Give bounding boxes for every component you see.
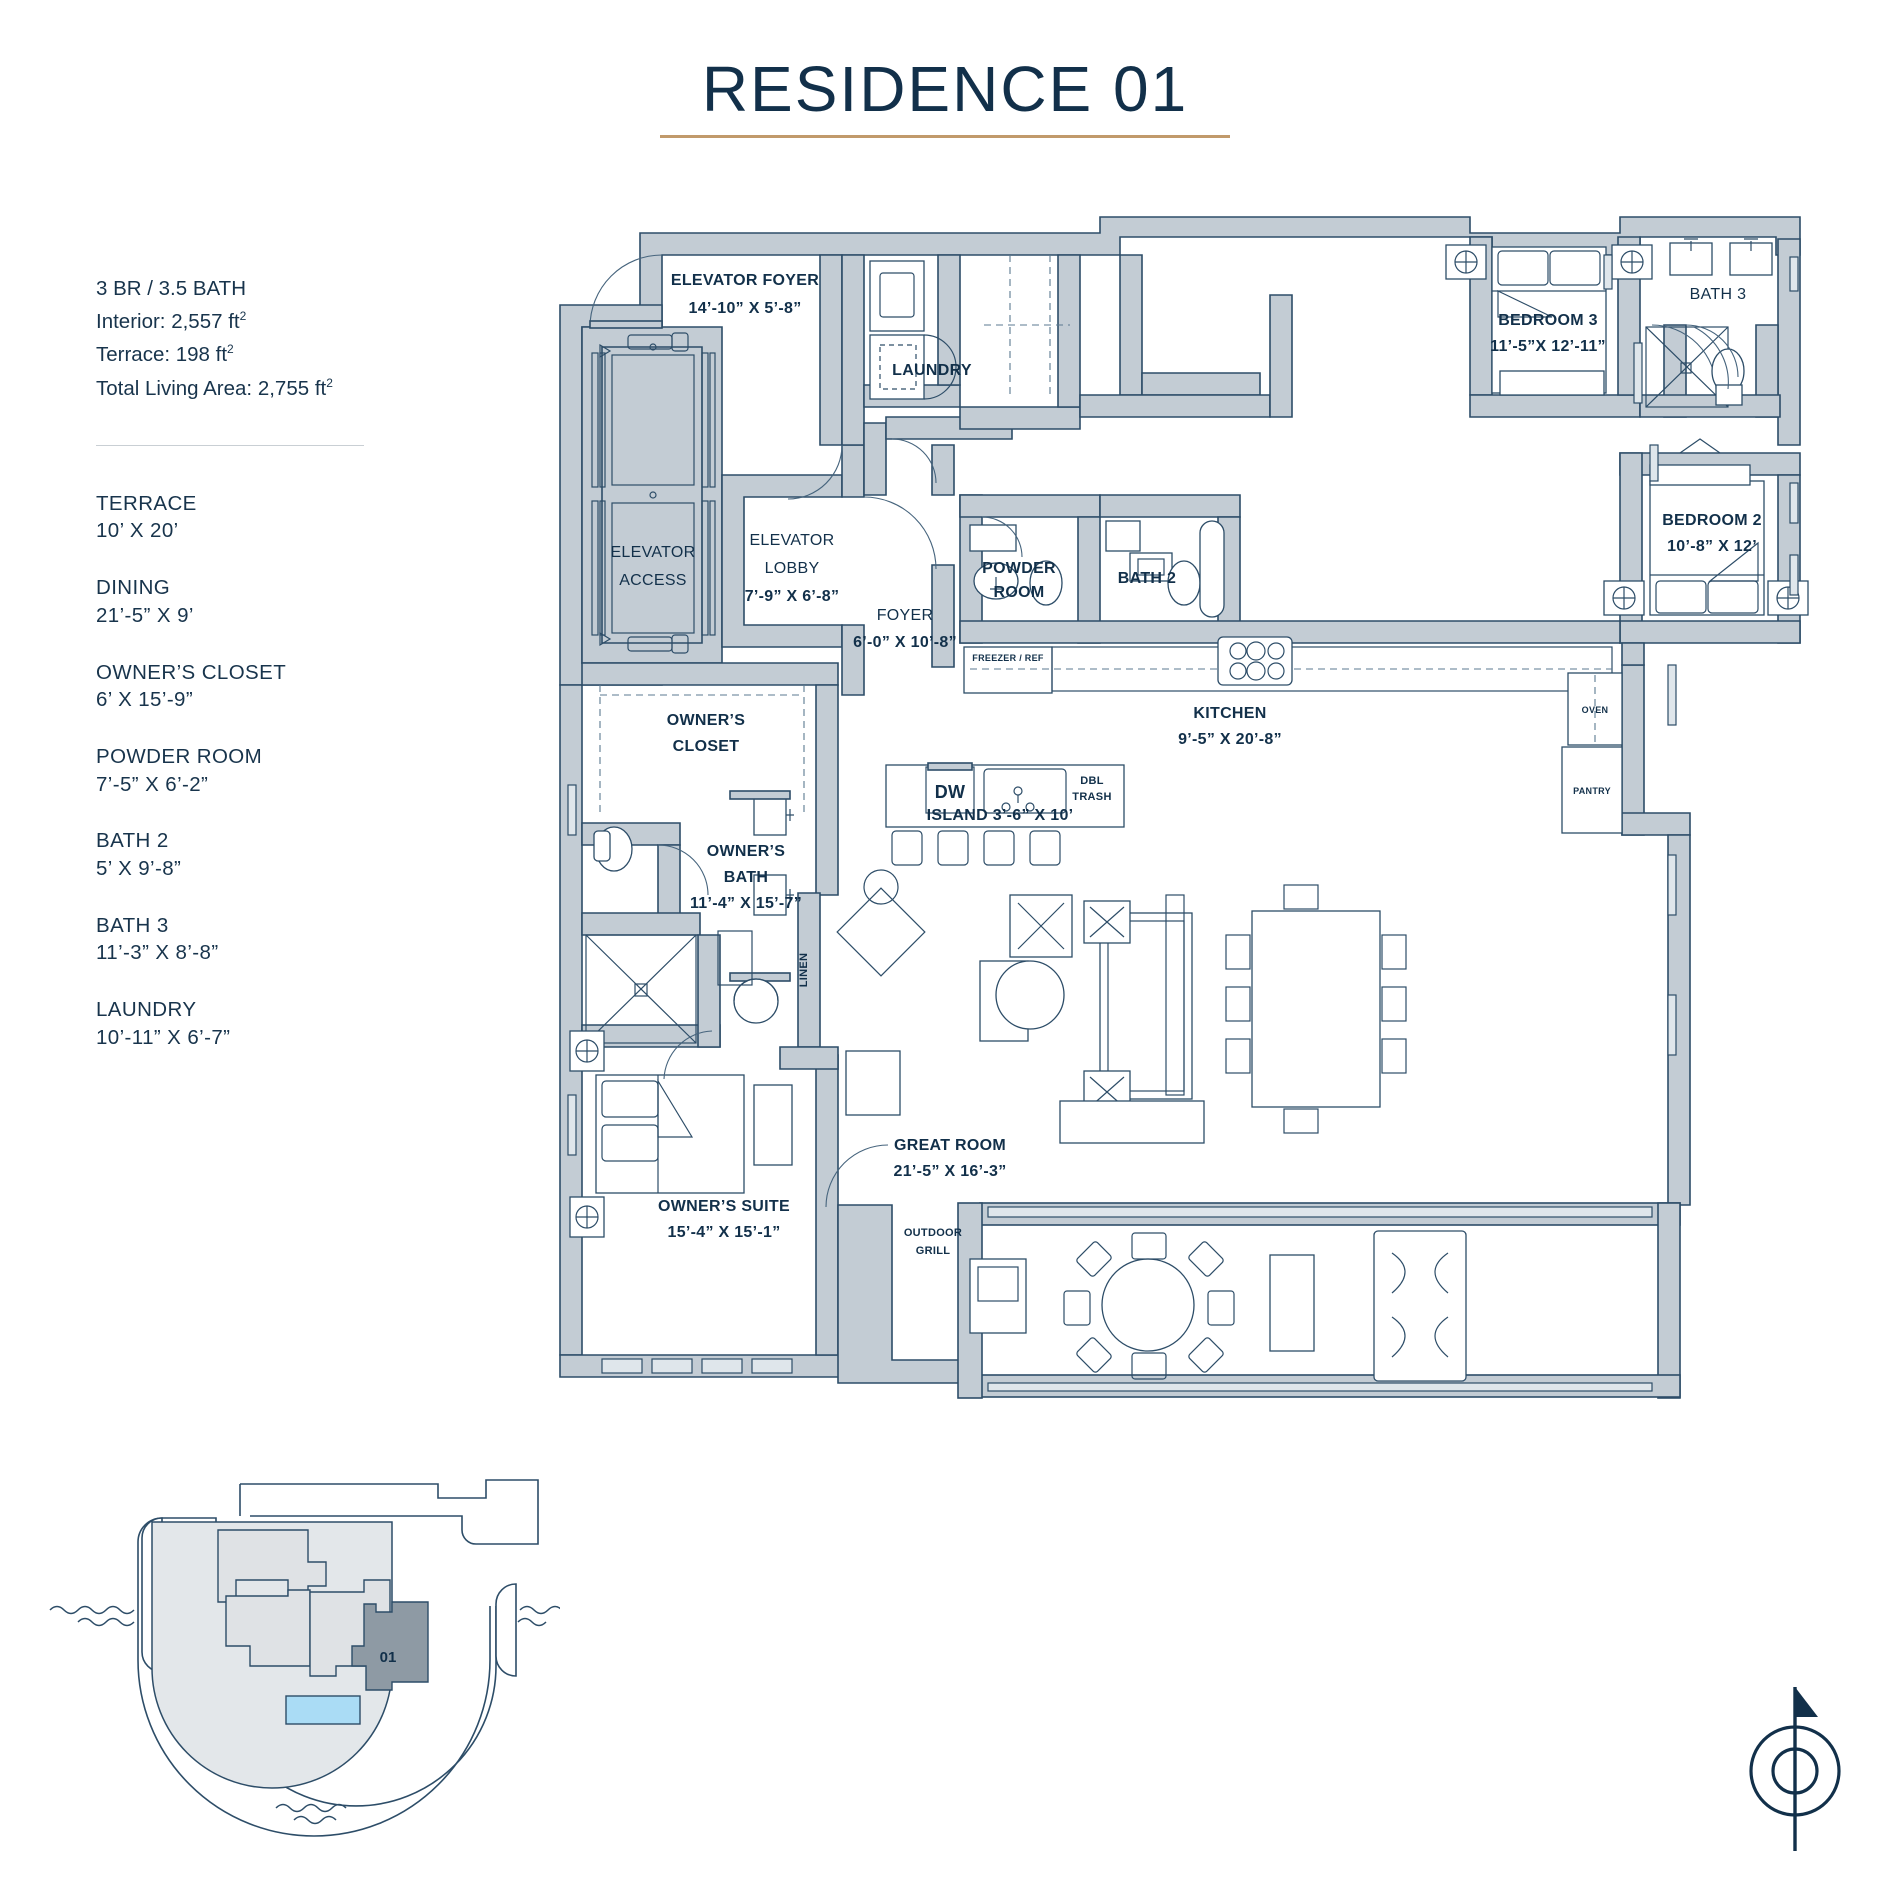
terrace-area-line: Terrace: 198 ft2: [96, 338, 426, 371]
label-elevator-access-line2: ACCESS: [619, 572, 687, 589]
room-entry-laundry: LAUNDRY 10’-11” X 6’-7”: [96, 996, 426, 1051]
room-entry-bath-2: BATH 2 5’ X 9’-8”: [96, 827, 426, 882]
label-elevator-foyer: ELEVATOR FOYER: [671, 272, 819, 289]
kitchen-fixtures: [885, 636, 1623, 866]
label-owners-closet-line1: OWNER’S: [667, 712, 746, 729]
total-area-line: Total Living Area: 2,755 ft2: [96, 372, 426, 405]
label-great-room-dim: 21’-5” X 16’-3”: [894, 1163, 1007, 1180]
terrace-area-sup: 2: [227, 342, 234, 357]
room-name: LAUNDRY: [96, 997, 197, 1021]
label-dishwasher: DW: [935, 782, 966, 802]
room-dimension: 7’-5” X 6’-2”: [96, 772, 209, 796]
label-laundry: LAUNDRY: [892, 362, 972, 379]
label-great-room: GREAT ROOM: [894, 1137, 1006, 1154]
label-owners-suite-dim: 15’-4” X 15’-1”: [668, 1224, 781, 1241]
room-name: BATH 3: [96, 913, 169, 937]
label-foyer-dim: 6’-0” X 10’-8”: [853, 634, 957, 651]
room-entry-owners-closet: OWNER’S CLOSET 6’ X 15’-9”: [96, 659, 426, 714]
label-foyer: FOYER: [877, 607, 934, 624]
total-area-text: Total Living Area: 2,755 ft: [96, 376, 327, 400]
label-owners-bath-line1: OWNER’S: [707, 843, 786, 860]
room-dimension: 10’ X 20’: [96, 519, 179, 543]
room-dimension: 21’-5” X 9’: [96, 603, 194, 627]
label-owners-closet-line2: CLOSET: [673, 738, 740, 755]
label-bedroom-2: BEDROOM 2: [1662, 512, 1762, 529]
room-dimension: 11’-3” X 8’-8”: [96, 941, 219, 965]
label-owners-suite: OWNER’S SUITE: [658, 1198, 790, 1215]
room-entry-bath-3: BATH 3 11’-3” X 8’-8”: [96, 912, 426, 967]
interior-area-sup: 2: [239, 309, 247, 324]
room-name: BATH 2: [96, 829, 169, 853]
specs-sidebar: 3 BR / 3.5 BATH Interior: 2,557 ft2 Terr…: [96, 272, 426, 1080]
label-linen: LINEN: [798, 953, 810, 988]
label-kitchen: KITCHEN: [1193, 705, 1266, 722]
label-island-dim: ISLAND 3’-6” X 10’: [927, 807, 1074, 824]
page-title: RESIDENCE 01: [701, 53, 1189, 125]
water-waves-icon: [49, 1605, 560, 1825]
label-elevator-foyer-dim: 14’-10” X 5’-8”: [689, 300, 802, 317]
label-kitchen-dim: 9’-5” X 20’-8”: [1178, 731, 1282, 748]
label-bedroom-3: BEDROOM 3: [1498, 312, 1598, 329]
label-dbl-trash-line1: DBL: [1080, 775, 1104, 787]
label-owners-bath-line2: BATH: [724, 869, 768, 886]
fixtures: [569, 238, 1809, 1238]
floor-plan-drawing: ELEVATOR FOYER 14’-10” X 5’-8” LAUNDRY B…: [540, 195, 1870, 1445]
label-outdoor-grill-line2: GRILL: [916, 1245, 951, 1257]
room-name: POWDER ROOM: [96, 744, 263, 768]
room-dimension: 6’ X 15’-9”: [96, 688, 194, 712]
interior-area-line: Interior: 2,557 ft2: [96, 305, 426, 338]
room-name: DINING: [96, 576, 171, 600]
total-area-sup: 2: [326, 375, 333, 390]
room-entry-dining: DINING 21’-5” X 9’: [96, 574, 426, 629]
great-room-furniture: [979, 884, 1407, 1144]
terrace-area: [837, 1202, 1681, 1399]
north-arrow-compass-icon: [1700, 1655, 1890, 1870]
sliding-glass-doors: [567, 254, 1799, 1374]
plan-text-labels: ELEVATOR FOYER 14’-10” X 5’-8” LAUNDRY B…: [610, 272, 1761, 1257]
label-freezer-ref: FREEZER / REF: [972, 653, 1044, 663]
label-outdoor-grill-line1: OUTDOOR: [904, 1227, 962, 1239]
room-name: TERRACE: [96, 491, 197, 515]
label-elevator-lobby-dim: 7’-9” X 6’-8”: [745, 588, 840, 605]
terrace-area-text: Terrace: 198 ft: [96, 343, 228, 367]
beds-baths-line: 3 BR / 3.5 BATH: [96, 277, 247, 300]
label-bedroom-3-dim: 11’-5”X 12’-11”: [1490, 338, 1606, 355]
label-bath-3: BATH 3: [1690, 286, 1747, 303]
keyplan-unit-label: 01: [380, 1649, 397, 1666]
sidebar-divider: [96, 444, 364, 446]
door-swings: [589, 254, 1739, 1208]
room-name: OWNER’S CLOSET: [96, 660, 287, 684]
interior-area-text: Interior: 2,557 ft: [96, 310, 240, 334]
label-elevator-access-line1: ELEVATOR: [610, 544, 695, 561]
room-entry-terrace: TERRACE 10’ X 20’: [96, 490, 426, 545]
room-entry-powder-room: POWDER ROOM 7’-5” X 6’-2”: [96, 743, 426, 798]
room-dimension: 5’ X 9’-8”: [96, 856, 182, 880]
elevator-cars: [591, 332, 716, 654]
label-powder-room-line1: POWDER: [982, 560, 1056, 577]
label-dbl-trash-line2: TRASH: [1072, 791, 1111, 803]
label-powder-room-line2: ROOM: [994, 584, 1045, 601]
label-owners-bath-dim: 11’-4” X 15’-7”: [690, 895, 802, 912]
label-elevator-lobby-line2: LOBBY: [765, 560, 820, 577]
label-bedroom-2-dim: 10’-8” X 12’: [1667, 538, 1757, 555]
title-block: RESIDENCE 01: [0, 53, 1890, 139]
room-dimension: 10’-11” X 6’-7”: [96, 1025, 231, 1049]
unit-blocks: [217, 1529, 429, 1725]
key-plan-site-diagram: 01: [40, 1470, 560, 1880]
label-oven: OVEN: [1582, 705, 1609, 715]
closet-indicators: [599, 255, 1070, 815]
label-elevator-lobby-line1: ELEVATOR: [749, 532, 834, 549]
label-bath-2: BATH 2: [1118, 570, 1176, 587]
title-underline-rule: [660, 135, 1230, 139]
label-pantry: PANTRY: [1573, 786, 1611, 796]
